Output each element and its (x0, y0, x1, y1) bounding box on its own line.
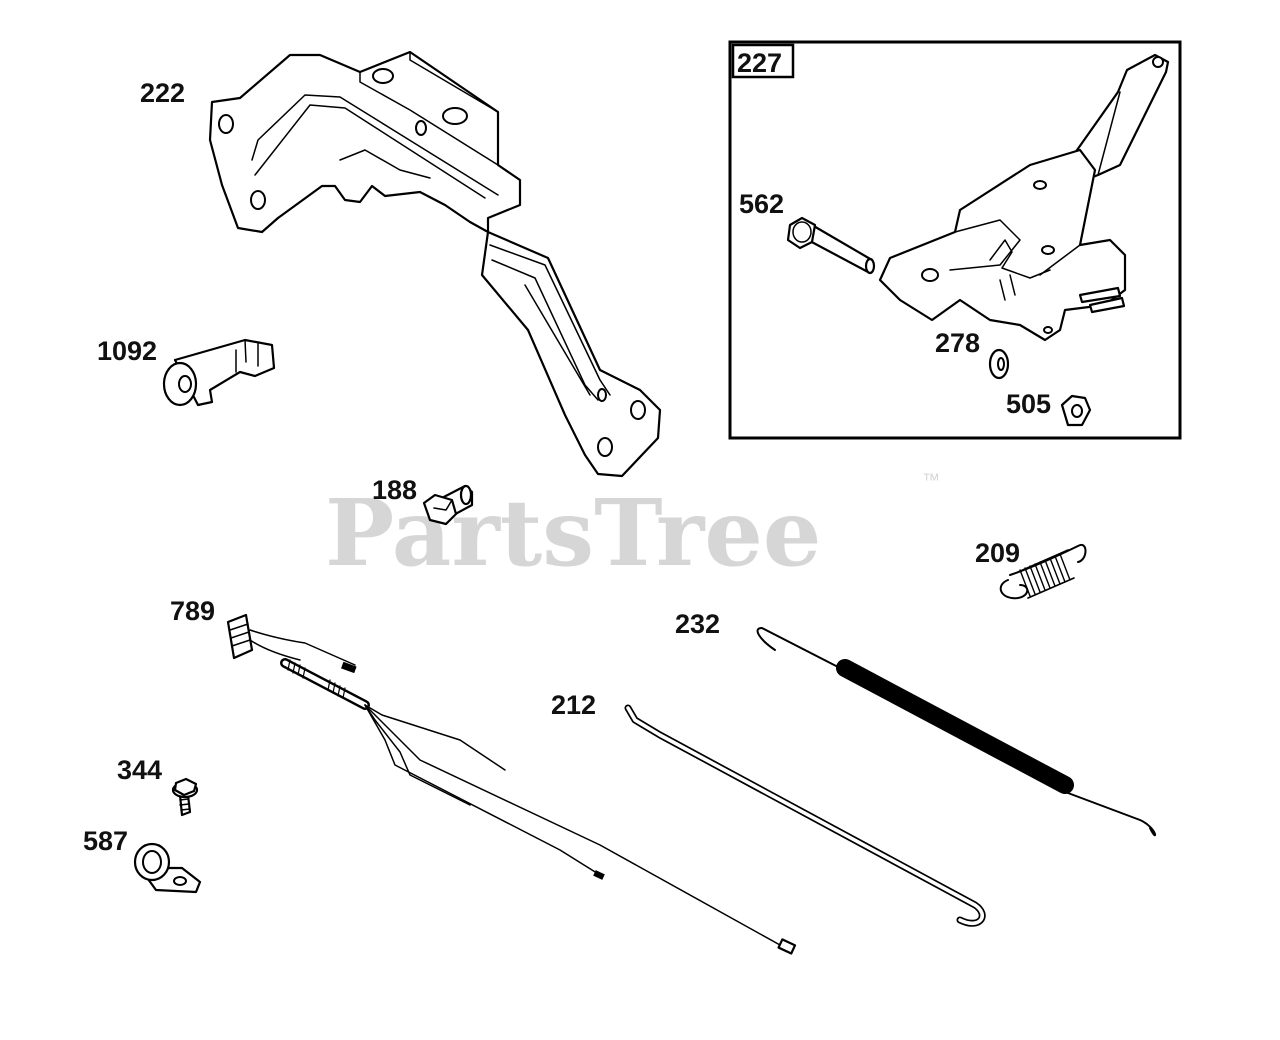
label-222[interactable]: 222 (140, 78, 185, 108)
label-789[interactable]: 789 (170, 596, 215, 626)
label-505[interactable]: 505 (1006, 389, 1051, 419)
label-1092[interactable]: 1092 (97, 336, 157, 366)
part-188-bolt[interactable] (422, 484, 474, 526)
part-789-wire-harness[interactable] (226, 613, 797, 955)
label-344[interactable]: 344 (117, 755, 162, 785)
part-232-spring-link[interactable] (756, 627, 1157, 837)
watermark: PartsTree ™ (325, 470, 940, 587)
watermark-trademark: ™ (922, 470, 940, 490)
label-212[interactable]: 212 (551, 690, 596, 720)
part-209-spring[interactable] (999, 543, 1087, 600)
label-209[interactable]: 209 (975, 538, 1020, 568)
part-1092-cable-clip[interactable] (162, 338, 276, 407)
inset-label-box (731, 43, 795, 79)
label-227[interactable]: 227 (737, 48, 782, 78)
label-278[interactable]: 278 (935, 328, 980, 358)
part-222-bracket[interactable] (208, 50, 662, 478)
label-562[interactable]: 562 (739, 189, 784, 219)
watermark-text: PartsTree (325, 479, 821, 587)
inset-frame (728, 40, 1182, 440)
label-587[interactable]: 587 (83, 826, 128, 856)
part-227-lever[interactable] (878, 53, 1170, 342)
part-344-screw[interactable] (171, 777, 199, 817)
part-562-bolt[interactable] (786, 216, 876, 275)
part-278-washer[interactable] (988, 348, 1010, 380)
part-505-nut[interactable] (1060, 394, 1092, 427)
inset-227: 227 562 (728, 40, 1182, 440)
part-587-clamp[interactable] (133, 842, 202, 894)
label-188[interactable]: 188 (372, 475, 417, 505)
part-212-rod[interactable] (624, 704, 986, 927)
label-232[interactable]: 232 (675, 609, 720, 639)
